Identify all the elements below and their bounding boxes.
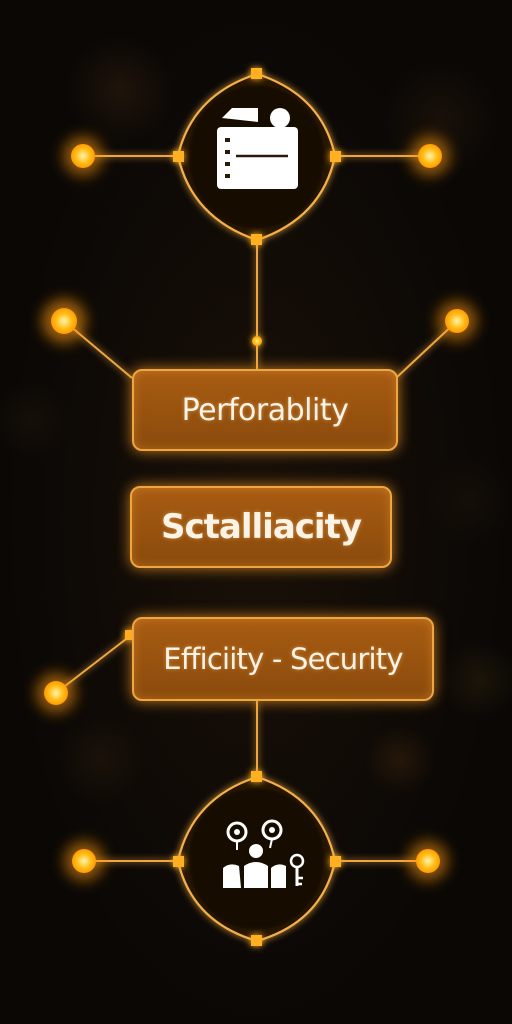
box-3-anchor [125,630,135,640]
node-bottom-right [408,841,448,881]
endpoint-nodes [36,136,477,881]
bottom-hub-anchor-left [173,856,184,867]
bottom-hub [173,771,341,946]
top-hub-anchor-top [251,68,262,79]
box-efficiity-security-label: Efficiity - Security [163,642,403,676]
window-folder-icon [217,108,298,189]
people-group-icon [223,819,305,888]
bottom-hub-anchor-top [251,771,262,782]
node-mid-right [437,301,477,341]
top-hub-anchor-left [173,151,184,162]
bottom-hub-outline [176,775,337,943]
node-bottom-left [64,841,104,881]
box-perforablity: Perforablity [132,369,398,451]
mid-connector-dot [252,336,262,346]
top-hub-anchor-right [330,151,341,162]
node-mid-left [42,299,86,343]
node-top-right [410,136,450,176]
node-top-left [63,136,103,176]
bottom-hub-anchor-bottom [251,935,262,946]
box-perforablity-label: Perforablity [181,392,349,428]
box-efficiity-security: Efficiity - Security [132,617,434,701]
box-sctalliacity-label: Sctalliacity [161,507,362,547]
top-hub [173,68,341,245]
node-lower-left [36,673,76,713]
top-hub-anchor-bottom [251,234,262,245]
bottom-hub-anchor-right [330,856,341,867]
box-sctalliacity: Sctalliacity [130,486,392,568]
